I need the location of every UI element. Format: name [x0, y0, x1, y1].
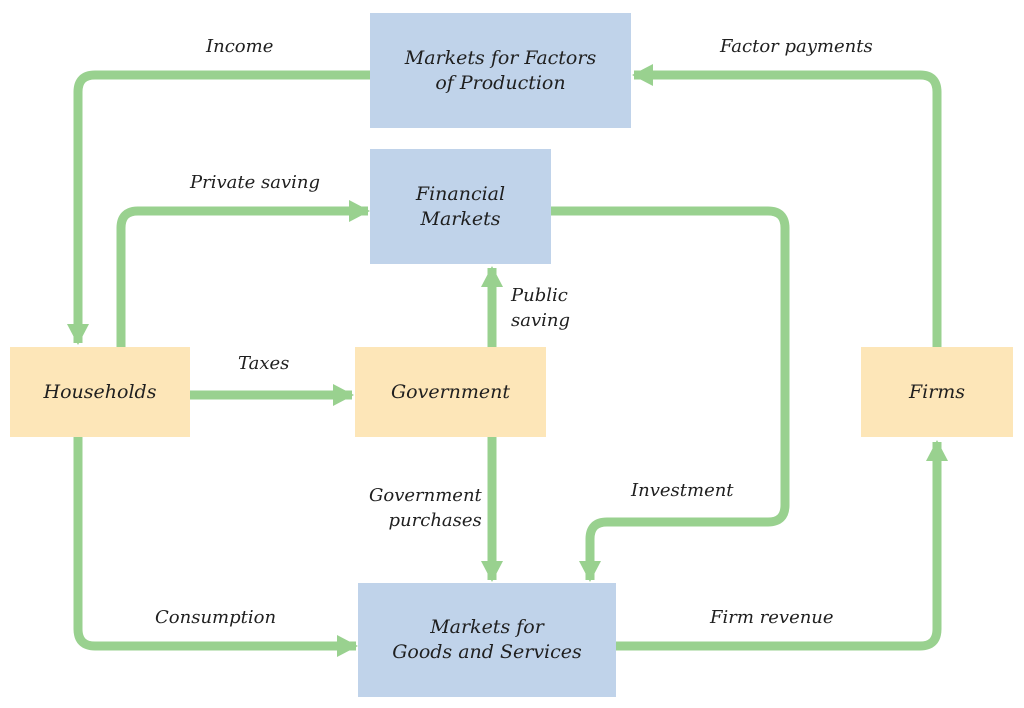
factor-payments-label: Factor payments [720, 36, 873, 57]
government-purchases-label: Government purchases [369, 485, 482, 531]
consumption-label: Consumption [155, 607, 277, 628]
factor-markets-box: Markets for Factors of Production [370, 13, 631, 128]
private-saving-label: Private saving [190, 172, 320, 193]
private-saving-arrow [116, 200, 370, 347]
public-saving-label: Public saving [511, 285, 571, 331]
income-label: Income [206, 36, 274, 57]
firm-revenue-label: Firm revenue [710, 607, 834, 628]
income-arrow [67, 70, 370, 345]
consumption-arrow [73, 437, 358, 657]
firms-box: Firms [861, 347, 1013, 437]
financial-markets-box: Financial Markets [370, 149, 551, 264]
taxes-label: Taxes [238, 353, 290, 374]
factor-payments-arrow [632, 64, 942, 347]
financial-to-investment-arrow [551, 206, 790, 582]
goods-markets-box: Markets for Goods and Services [358, 583, 616, 697]
households-box: Households [10, 347, 190, 437]
investment-label: Investment [631, 480, 734, 501]
government-box: Government [355, 347, 546, 437]
firm-revenue-arrow [616, 440, 948, 651]
